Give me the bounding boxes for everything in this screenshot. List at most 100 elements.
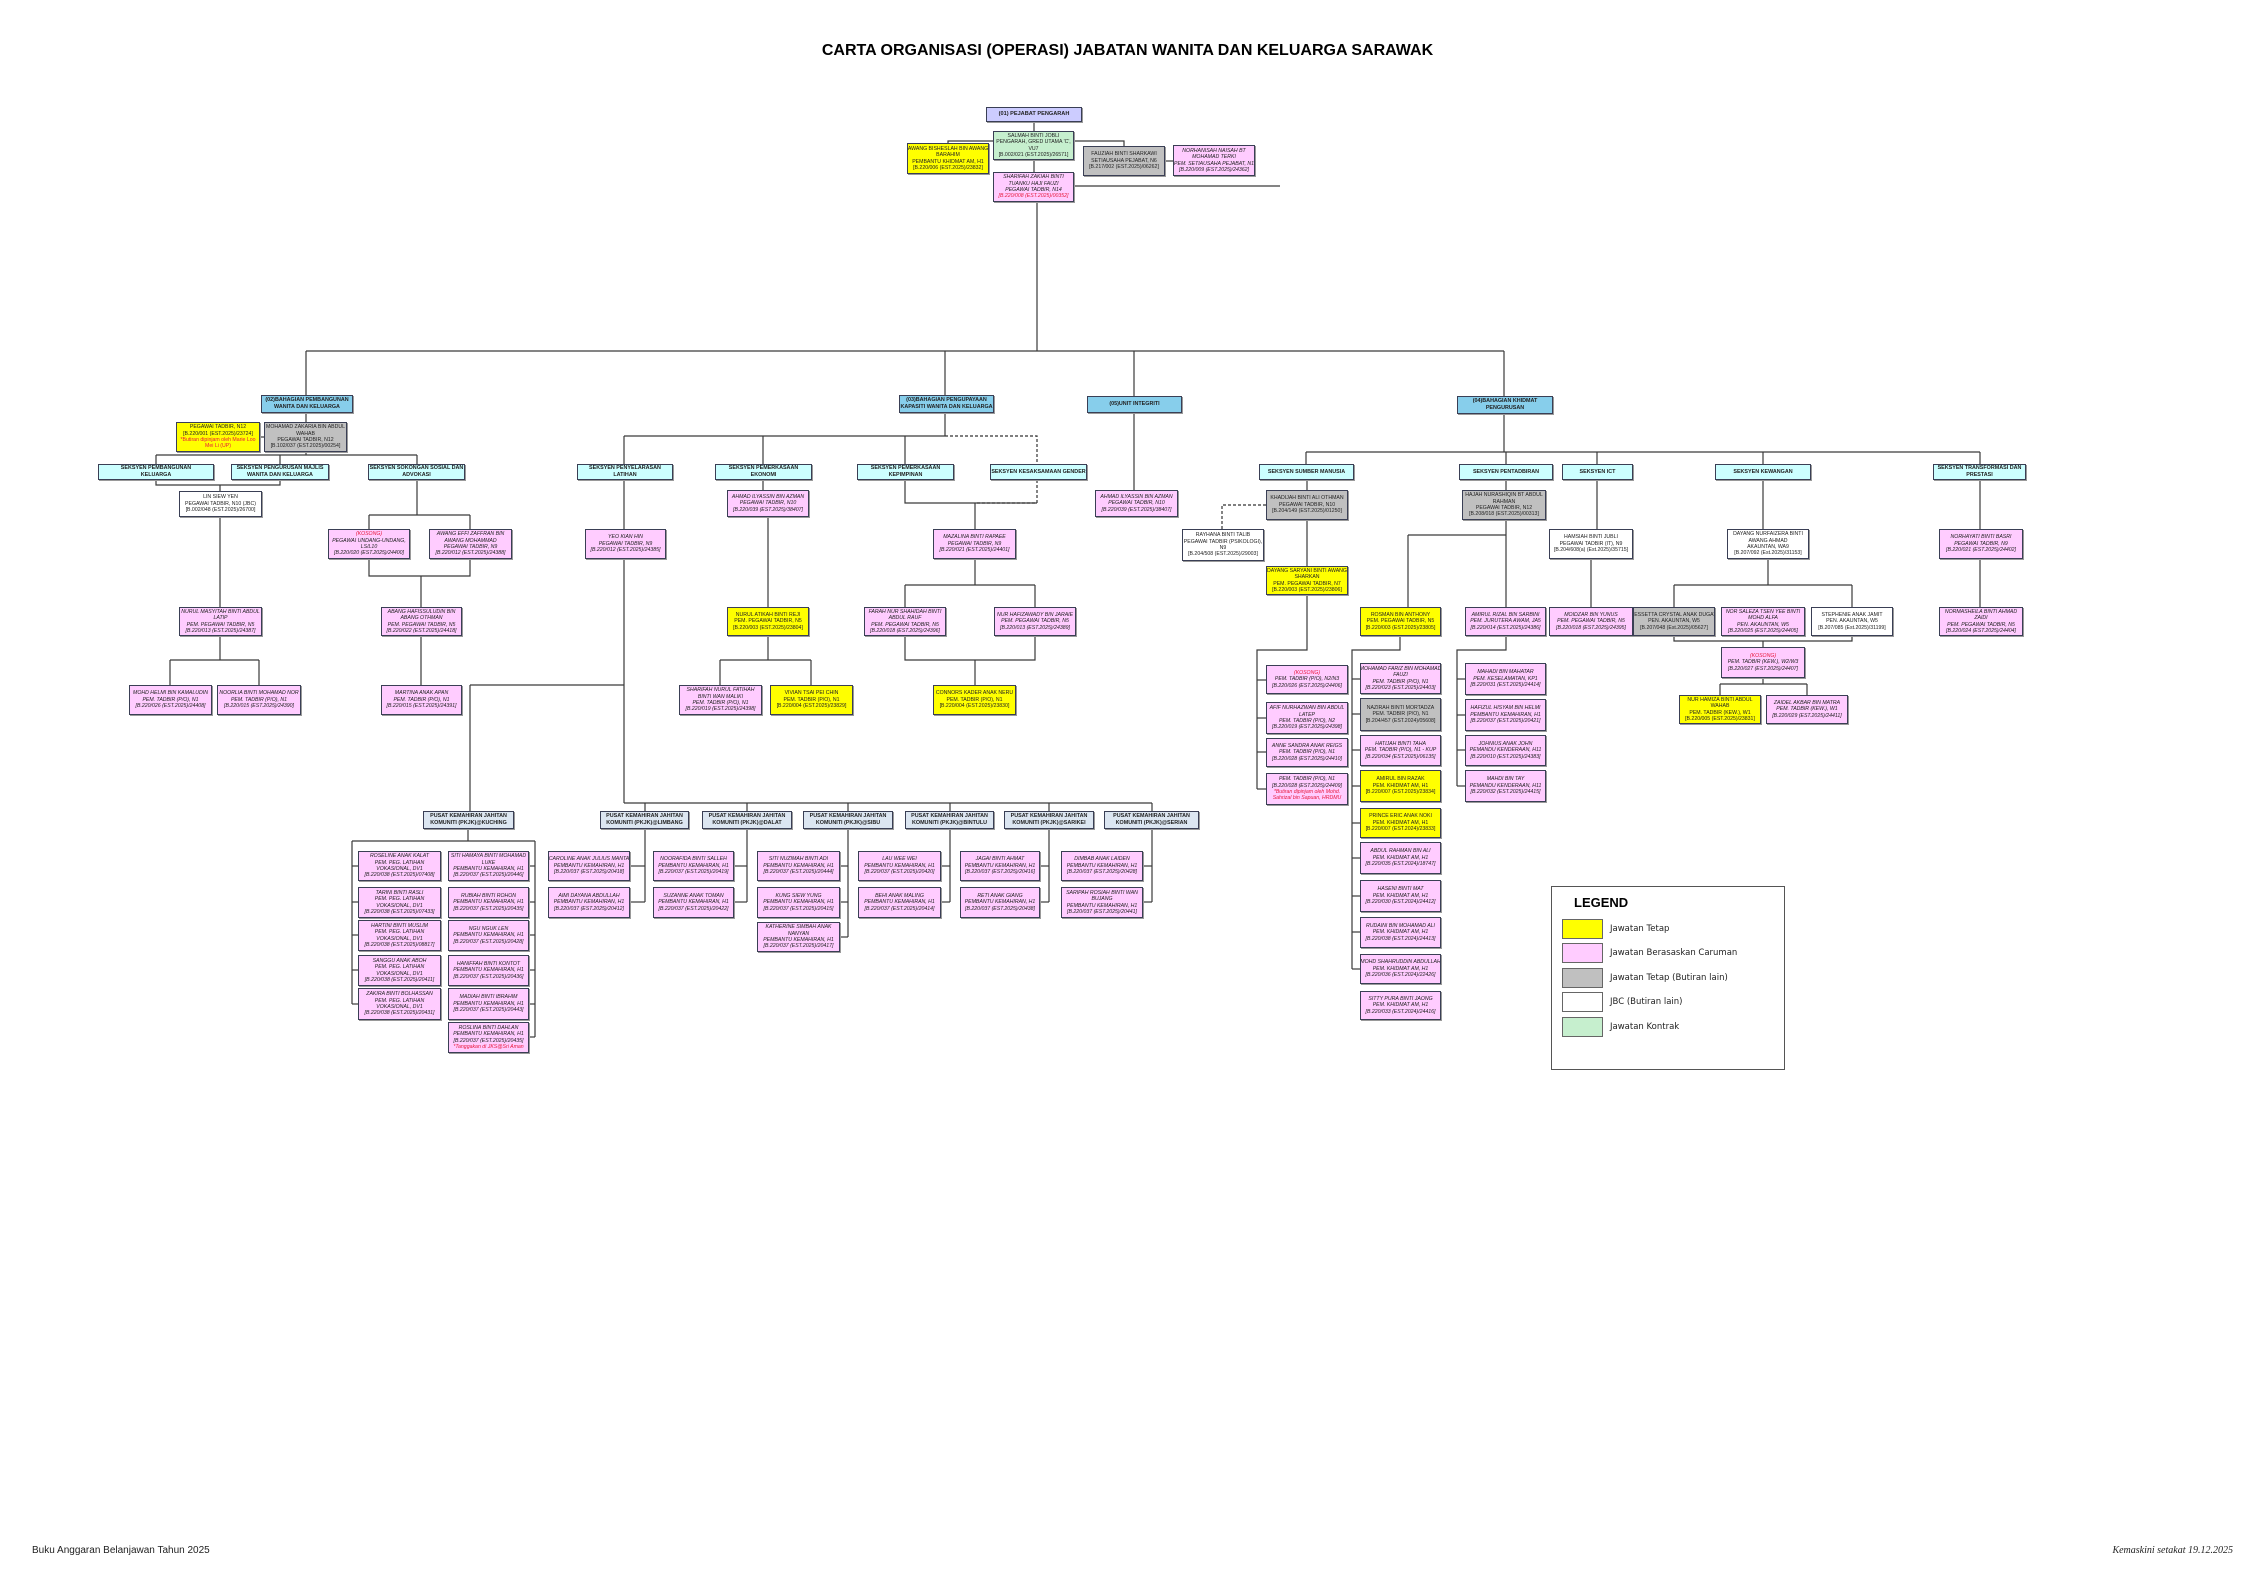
legend-swatch xyxy=(1562,943,1603,963)
box-title: (01) PEJABAT PENGARAH xyxy=(998,111,1070,118)
box-detail: [B.220/010 (EST.2025)/24383] xyxy=(1470,753,1541,760)
box-title: HAFIZUL HISYAM BIN HELMI xyxy=(1470,705,1541,712)
chart-title: CARTA ORGANISASI (OPERASI) JABATAN WANIT… xyxy=(821,42,1434,59)
box-title: MOIDZAR BIN YUNUS xyxy=(1564,611,1618,618)
box-title: SEKSYEN SOKONGAN SOSIAL DAN xyxy=(369,465,464,472)
box-detail: KEPIMPINAN xyxy=(888,472,923,478)
box-detail: WAHAB xyxy=(1710,703,1730,710)
box-detail: PEN. AKAUNTAN, W5 xyxy=(1648,618,1700,625)
box-detail: PEM. KHIDMAT AM, H1 xyxy=(1372,819,1429,826)
legend-title: LEGEND xyxy=(1574,895,1629,910)
box-title: PUSAT KEMAHIRAN JAHITAN xyxy=(809,813,887,820)
box-detail: LS/L10 xyxy=(360,544,378,550)
box-detail: [B.220/037 (EST.2025)/20419] xyxy=(658,869,729,876)
section-box-s-kewangan: SEKSYEN KEWANGAN xyxy=(1715,464,1811,480)
box-detail: FAUZI xyxy=(1393,672,1408,679)
box-detail: AWANG MOHAMMAD xyxy=(444,537,497,544)
box-detail: PEMBANTU KEMAHIRAN, H1 xyxy=(453,967,524,974)
box-title: (KOSONG) xyxy=(1749,652,1777,659)
box-detail: [B.220/037 (EST.2025)/20436] xyxy=(453,973,524,980)
box-detail: [B.220/037 (EST.2025)/20446] xyxy=(453,872,524,879)
box-detail: [B.220/024 (EST.2025)/24404] xyxy=(1946,627,2016,634)
box-detail: PEMBANTU KEMAHIRAN, H1 xyxy=(864,899,935,906)
box-title: AIMI DAYANA ABDULLAH xyxy=(558,892,620,899)
box-detail: [B.220/037 (EST.2025)/20438] xyxy=(965,905,1035,912)
box-detail: [B.220/037 (EST.2025)/20416] xyxy=(965,869,1035,876)
box-title: DAYANG NURFAIZERA BINTI xyxy=(1733,531,1803,538)
box-detail: PEM. PEGAWAI TADBIR, N5 xyxy=(871,621,939,628)
box-detail: [B.220/003 (EST.2025)/23805] xyxy=(1365,624,1436,631)
box-title: PUSAT KEMAHIRAN JAHITAN xyxy=(911,813,988,820)
box-detail: [B.220/018 (EST.2025)/24395] xyxy=(1556,624,1626,631)
box-detail: PEMBANTU KEMAHIRAN, H1 xyxy=(763,862,834,869)
box-detail: PEM. TADBIR (P/O), N1 xyxy=(946,696,1003,703)
box-detail: PEM. KHIDMAT AM, H1 xyxy=(1372,965,1429,972)
box-title: MOHAMAD FARIZ BIN MOHAMAD xyxy=(1360,665,1441,672)
box-title: MOHD SHAHRUDDIN ABDULLAH xyxy=(1360,959,1441,966)
box-title: MADIAH BINTI IBRAHIM xyxy=(459,994,518,1001)
box-detail: PEM. PEGAWAI TADBIR, N5 xyxy=(1947,621,2015,628)
box-detail: PEGAWAI TADBIR, N9 xyxy=(443,544,498,550)
box-detail: PEM. PEGAWAI TADBIR, N5 xyxy=(734,618,802,625)
box-detail: [B.220/038 (EST.2024)/24413] xyxy=(1365,935,1436,942)
box-detail: [B.217/002 (EST.2025)/06262] xyxy=(1089,164,1159,171)
box-title: NORHANISAH NAISAH BT xyxy=(1182,147,1246,154)
box-detail: TUANKU HAJI FAUZI xyxy=(1008,180,1059,187)
box-title: FAUZIAH BINTI SHARKAWI xyxy=(1091,151,1157,158)
box-detail: PEGAWAI TADBIR, N10 xyxy=(1108,500,1165,507)
box-title: SUZANNE ANAK TOMAN xyxy=(663,892,724,899)
box-detail: [B.220/035 (EST.2024)/18747] xyxy=(1365,861,1436,868)
box-title: PUSAT KEMAHIRAN JAHITAN xyxy=(430,813,507,820)
box-title: SEKSYEN PENYELARASAN xyxy=(589,465,661,472)
box-detail: KOMUNITI (PKJK)@KUCHING xyxy=(430,820,507,826)
legend-label: Jawatan Tetap xyxy=(1610,923,1670,934)
box-detail: PEGAWAI TADBIR (IT), N9 xyxy=(1559,540,1623,547)
box-title: PRINCE ERIC ANAK NOKI xyxy=(1369,813,1432,820)
box-title: SHARIFAH ZAKIAH BINTI xyxy=(1003,174,1064,181)
box-detail: [B.204/608(a) (Est.2025)/35715] xyxy=(1553,547,1629,554)
box-title: AMIRUL BIN RAZAK xyxy=(1376,776,1425,783)
box-detail: PEM. PEG. LATIHAN xyxy=(374,896,425,903)
connector xyxy=(904,636,1036,661)
box-detail: [B.220/022 (EST.2025)/24418] xyxy=(386,627,457,634)
box-detail: [B.220/038 (EST.2025)/08817] xyxy=(364,941,435,948)
box-title: STEPHENIE ANAK JAMIT xyxy=(1821,611,1883,618)
connector xyxy=(1673,636,1853,642)
box-detail: PEMBANTU KEMAHIRAN, H1 xyxy=(658,862,729,869)
box-title: PEM. TADBIR (P/O), N1 xyxy=(1278,776,1336,783)
box-title: NOORLIA BINTI MOHAMAD NOR xyxy=(219,690,299,697)
box-title: NORHAYATI BINTI BASRI xyxy=(1950,534,2012,541)
box-title: SEKSYEN PEMERKASAAN xyxy=(728,465,799,472)
box-detail: [B.220/021 (EST.2025)/24402] xyxy=(1946,547,2016,554)
box-title: MAHDI BIN TAY xyxy=(1486,776,1525,783)
box-title: (KOSONG) xyxy=(1293,669,1321,676)
box-detail: [B.220/013 (EST.2025)/24389] xyxy=(1000,624,1070,631)
legend-item: Jawatan Tetap xyxy=(1562,918,1669,939)
box-title: KATHERINE SIMBAH ANAK xyxy=(765,924,832,931)
box-detail: PEM. PEGAWAI TADBIR, N7 xyxy=(1273,580,1341,587)
box-detail: [B.220/037 (EST.2025)/20414] xyxy=(864,905,935,912)
legend-swatch xyxy=(1562,1016,1603,1037)
